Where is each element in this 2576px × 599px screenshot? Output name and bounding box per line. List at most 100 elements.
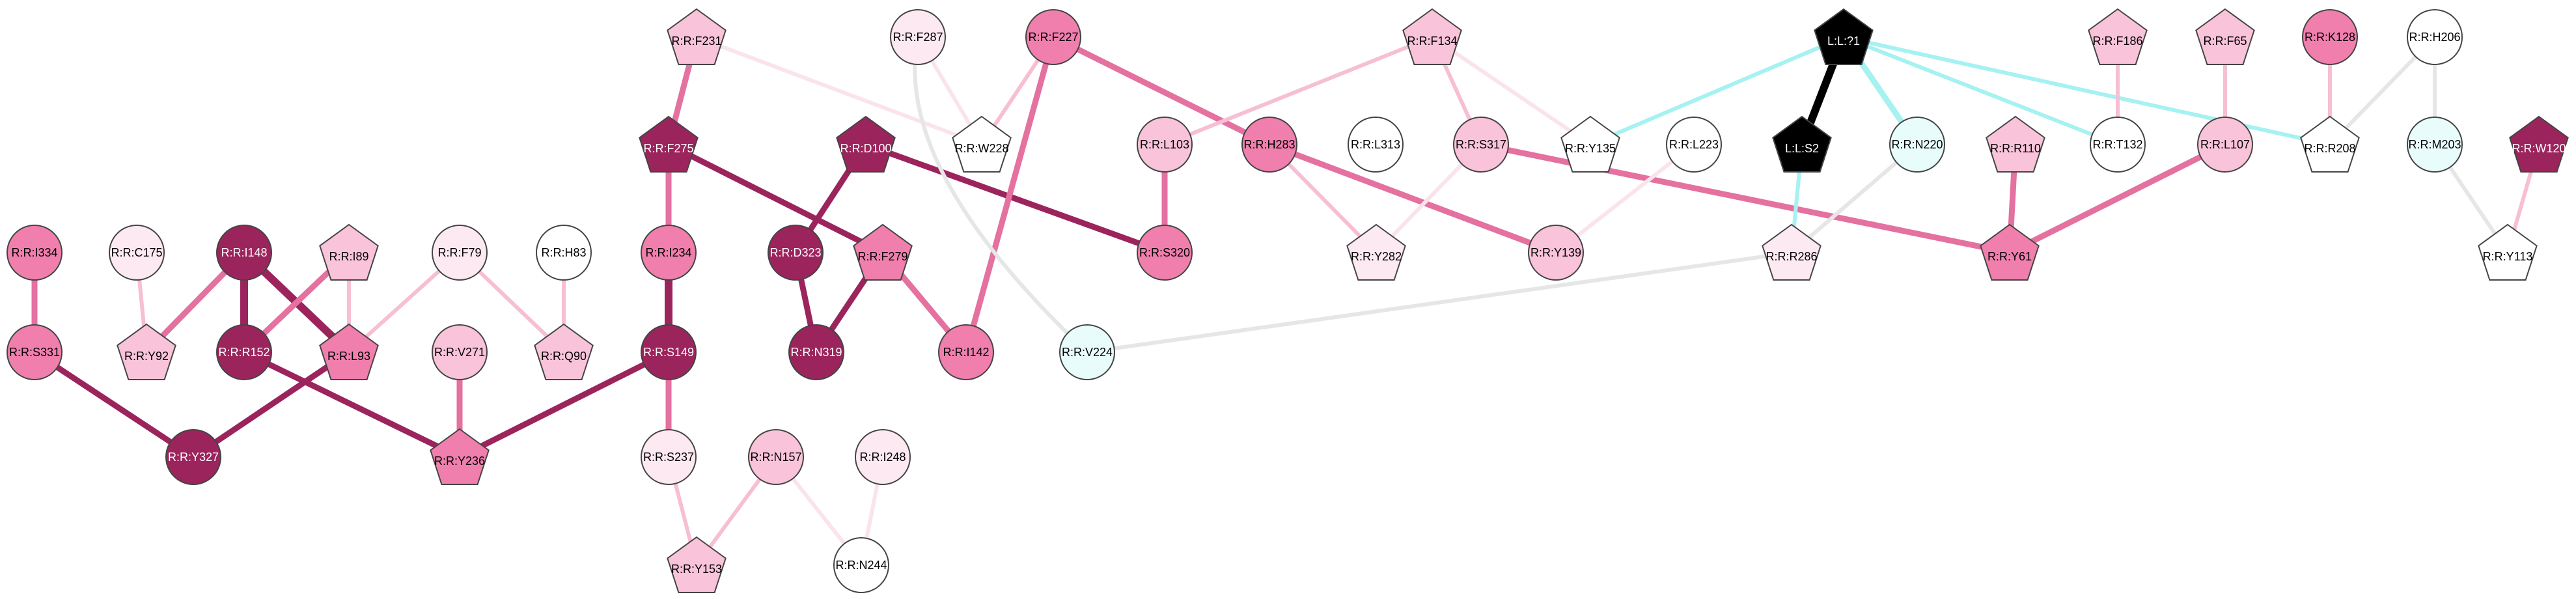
edge-F134-Y135	[1430, 35, 1592, 146]
node-shape-F279	[853, 223, 913, 281]
node-R110[interactable]: R:R:R110	[1986, 115, 2045, 173]
node-V271[interactable]: R:R:V271	[432, 324, 488, 380]
node-Y153[interactable]: R:R:Y153	[667, 536, 727, 593]
node-shape-R110	[1986, 115, 2045, 173]
node-S237[interactable]: R:R:S237	[641, 429, 697, 485]
node-C175[interactable]: R:R:C175	[109, 225, 165, 281]
node-F79[interactable]: R:R:F79	[432, 225, 488, 281]
node-shape-I142	[938, 324, 994, 380]
node-W228[interactable]: R:R:W228	[952, 115, 1012, 173]
node-L107[interactable]: R:R:L107	[2197, 117, 2253, 173]
node-shape-S320	[1137, 225, 1193, 281]
edge-L1-Y135	[1588, 35, 1846, 146]
node-N157[interactable]: R:R:N157	[748, 429, 804, 485]
node-Y61[interactable]: R:R:Y61	[1980, 223, 2040, 281]
node-N244[interactable]: R:R:N244	[833, 537, 889, 593]
node-Y139[interactable]: R:R:Y139	[1528, 225, 1584, 281]
node-shape-H206	[2407, 9, 2463, 65]
node-shape-Y153	[667, 536, 727, 593]
node-I234[interactable]: R:R:I234	[641, 225, 697, 281]
node-F275[interactable]: R:R:F275	[639, 115, 699, 173]
node-S317[interactable]: R:R:S317	[1453, 117, 1509, 173]
node-Y135[interactable]: R:R:Y135	[1560, 115, 1620, 173]
node-shape-I334	[7, 225, 62, 281]
node-F287[interactable]: R:R:F287	[890, 9, 946, 65]
node-shape-Y135	[1560, 115, 1620, 173]
node-I89[interactable]: R:R:I89	[319, 223, 379, 281]
node-N319[interactable]: R:R:N319	[788, 324, 844, 380]
node-L1[interactable]: L:L:?1	[1814, 8, 1874, 65]
node-shape-C175	[109, 225, 165, 281]
node-S320[interactable]: R:R:S320	[1137, 225, 1193, 281]
node-shape-F287	[890, 9, 946, 65]
node-shape-F227	[1025, 9, 1081, 65]
node-D100[interactable]: R:R:D100	[836, 115, 896, 173]
node-shape-F79	[432, 225, 488, 281]
node-L223[interactable]: R:R:L223	[1666, 117, 1722, 173]
node-shape-M203	[2407, 117, 2463, 173]
node-shape-S331	[7, 324, 62, 380]
edge-S331-Y327	[31, 349, 197, 460]
node-K128[interactable]: R:R:K128	[2302, 9, 2358, 65]
node-shape-R208	[2300, 115, 2360, 173]
node-shape-N220	[1889, 117, 1945, 173]
edge-S149-Y236	[456, 349, 672, 460]
node-shape-Y327	[165, 429, 221, 485]
node-T132[interactable]: R:R:T132	[2090, 117, 2146, 173]
node-shape-Y61	[1980, 223, 2040, 281]
edge-L93-Y327	[190, 349, 352, 460]
node-shape-L1	[1814, 8, 1874, 65]
edge-R152-Y236	[241, 349, 463, 460]
node-shape-S317	[1453, 117, 1509, 173]
edge-F287-V224	[913, 35, 1089, 354]
edge-F134-L103	[1163, 35, 1434, 146]
node-shape-Y236	[430, 428, 490, 485]
node-D323[interactable]: R:R:D323	[768, 225, 824, 281]
node-M203[interactable]: R:R:M203	[2407, 117, 2463, 173]
node-shape-I248	[855, 429, 911, 485]
node-shape-Q90	[534, 323, 594, 380]
node-shape-N319	[788, 324, 844, 380]
node-Y327[interactable]: R:R:Y327	[165, 429, 221, 485]
node-F186[interactable]: R:R:F186	[2088, 8, 2148, 65]
node-V224[interactable]: R:R:V224	[1059, 324, 1115, 380]
node-shape-Y139	[1528, 225, 1584, 281]
node-F279[interactable]: R:R:F279	[853, 223, 913, 281]
node-F134[interactable]: R:R:F134	[1402, 8, 1462, 65]
node-S149[interactable]: R:R:S149	[641, 324, 697, 380]
node-F65[interactable]: R:R:F65	[2195, 8, 2255, 65]
node-shape-F65	[2195, 8, 2255, 65]
node-shape-F231	[667, 8, 727, 65]
node-I142[interactable]: R:R:I142	[938, 324, 994, 380]
node-F231[interactable]: R:R:F231	[667, 8, 727, 65]
node-H83[interactable]: R:R:H83	[536, 225, 592, 281]
edge-layer	[31, 33, 2541, 567]
edge-V224-R286	[1085, 251, 1794, 354]
node-shape-V271	[432, 324, 488, 380]
node-S331[interactable]: R:R:S331	[7, 324, 62, 380]
edge-F227-I142	[963, 34, 1057, 355]
node-Y113[interactable]: R:R:Y113	[2478, 223, 2538, 281]
node-N220[interactable]: R:R:N220	[1889, 117, 1945, 173]
node-shape-R152	[216, 324, 272, 380]
edge-L107-Y61	[2006, 141, 2228, 256]
node-I148[interactable]: R:R:I148	[216, 225, 272, 281]
node-H283[interactable]: R:R:H283	[1241, 117, 1297, 173]
node-shape-D100	[836, 115, 896, 173]
node-I248[interactable]: R:R:I248	[855, 429, 911, 485]
node-I334[interactable]: R:R:I334	[7, 225, 62, 281]
node-shape-N157	[748, 429, 804, 485]
node-shape-K128	[2302, 9, 2358, 65]
node-shape-S149	[641, 324, 697, 380]
node-Y236[interactable]: R:R:Y236	[430, 428, 490, 485]
node-R152[interactable]: R:R:R152	[216, 324, 272, 380]
node-H206[interactable]: R:R:H206	[2407, 9, 2463, 65]
node-L313[interactable]: R:R:L313	[1348, 117, 1404, 173]
node-shape-W120	[2509, 115, 2569, 173]
node-F227[interactable]: R:R:F227	[1025, 9, 1081, 65]
node-L2[interactable]: L:L:S2	[1772, 115, 1832, 173]
node-W120[interactable]: R:R:W120	[2509, 115, 2569, 173]
edge-L223-Y139	[1554, 143, 1696, 255]
node-L103[interactable]: R:R:L103	[1137, 117, 1193, 173]
